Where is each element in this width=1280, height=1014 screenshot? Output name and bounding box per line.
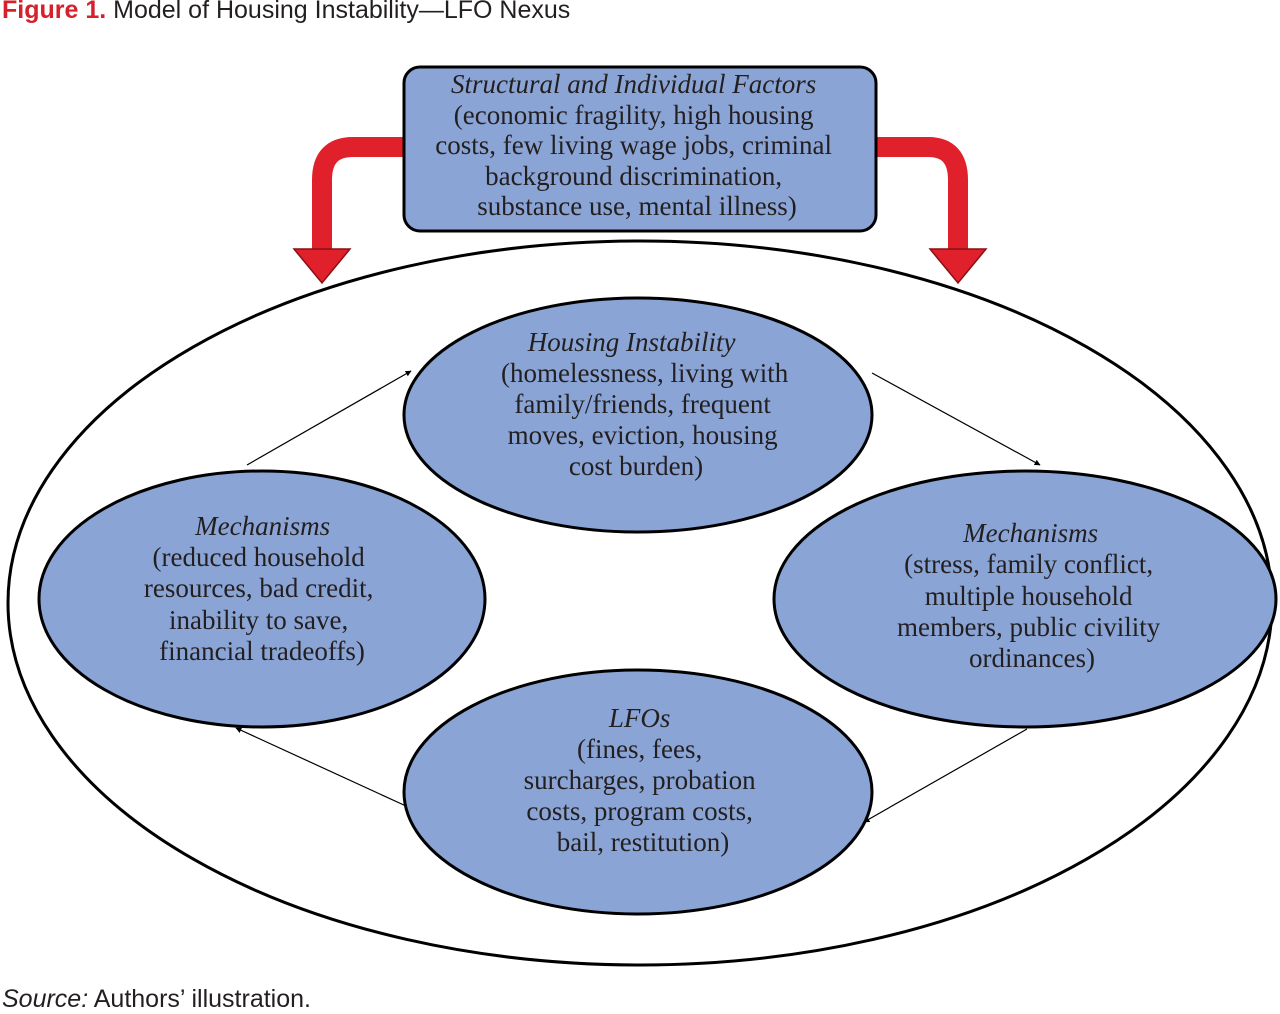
source-text: Authors’ illustration.: [93, 985, 311, 1013]
mechanisms-right-title: Mechanisms: [962, 518, 1098, 548]
arrow-housing-to-mechanisms-right: [871, 372, 1041, 466]
structural-factors-line-1: (economic fragility, high housing: [454, 100, 814, 130]
mechanisms-left-line-1: (reduced household: [153, 542, 366, 572]
mechanisms-left-node: [37, 469, 487, 729]
source-label: Source:: [2, 985, 89, 1013]
figure-title-text: Model of Housing Instability—LFO Nexus: [113, 0, 571, 24]
mechanisms-right-node: [772, 469, 1278, 729]
structural-factors-title: Structural and Individual Factors: [451, 69, 816, 99]
mechanisms-left-line-3: inability to save,: [169, 605, 348, 635]
structural-factors-box: [402, 65, 878, 233]
red-arrow-right-head: [928, 248, 988, 285]
lfos-line-1: (fines, fees,: [577, 734, 702, 764]
structural-factors-line-3: background discrimination,: [485, 161, 782, 191]
housing-instability-line-3: moves, eviction, housing: [508, 420, 778, 450]
lfos-text: LFOs (fines, fees, surcharges, probation…: [524, 703, 763, 857]
structural-factors-line-4: substance use, mental illness): [477, 191, 796, 221]
mechanisms-left-title: Mechanisms: [194, 511, 330, 541]
red-arrow-left-head: [292, 248, 352, 285]
mechanisms-right-line-3: members, public civility: [897, 612, 1161, 642]
mechanisms-right-line-1: (stress, family conflict,: [904, 549, 1153, 579]
red-arrow-right: [876, 137, 968, 250]
mechanisms-left-text: Mechanisms (reduced household resources,…: [144, 511, 380, 666]
housing-instability-title: Housing Instability: [527, 327, 736, 357]
arrow-lfos-to-mechanisms-left: [235, 727, 407, 807]
housing-instability-line-2: family/friends, frequent: [514, 389, 771, 419]
housing-instability-line-1: (homelessness, living with: [501, 358, 789, 388]
mechanisms-right-line-2: multiple household: [925, 581, 1133, 611]
arrow-mechanisms-right-to-lfos: [863, 728, 1028, 823]
lfos-node: [402, 668, 874, 916]
lfos-line-4: bail, restitution): [557, 827, 729, 857]
housing-instability-line-4: cost burden): [569, 451, 703, 481]
arrow-mechanisms-left-to-housing: [246, 370, 412, 466]
lfos-line-3: costs, program costs,: [526, 796, 752, 826]
red-arrow-left: [312, 137, 405, 250]
mechanisms-left-line-4: financial tradeoffs): [159, 636, 365, 666]
structural-factors-line-2: costs, few living wage jobs, criminal: [435, 130, 832, 160]
lfos-line-2: surcharges, probation: [524, 765, 756, 795]
figure-label: Figure 1.: [2, 0, 107, 24]
mechanisms-right-line-4: ordinances): [969, 643, 1095, 673]
mechanisms-right-text: Mechanisms (stress, family conflict, mul…: [897, 518, 1167, 673]
housing-instability-node: [402, 296, 874, 534]
source-note: Source: Authors’ illustration.: [2, 985, 311, 1014]
lfos-title: LFOs: [608, 703, 671, 733]
housing-instability-text: Housing Instability (homelessness, livin…: [501, 327, 795, 481]
structural-factors-text: Structural and Individual Factors (econo…: [435, 69, 838, 221]
mechanisms-left-line-2: resources, bad credit,: [144, 573, 373, 603]
figure-title: Figure 1. Model of Housing Instability—L…: [2, 0, 570, 25]
